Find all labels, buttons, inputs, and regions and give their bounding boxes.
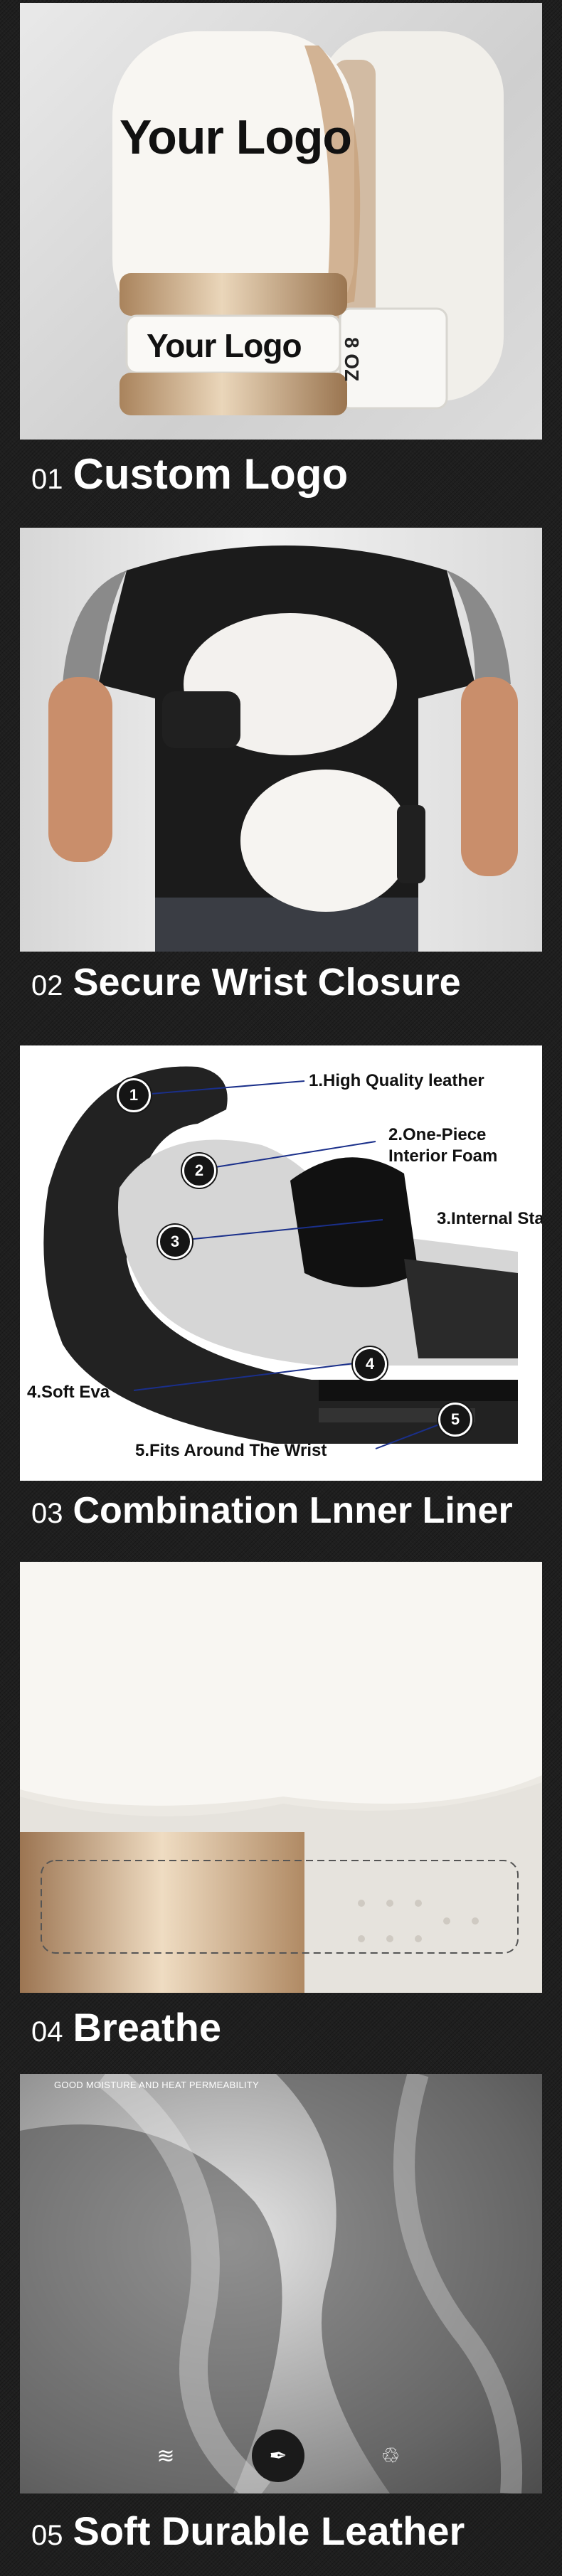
callout-badge: 1 xyxy=(117,1078,151,1112)
callout-badge: 4 xyxy=(353,1347,387,1381)
callout-soft-eva: 4.Soft Eva xyxy=(27,1383,110,1402)
breathe-photo xyxy=(20,1562,542,1993)
recycle-icon: ♲ xyxy=(381,2444,401,2468)
leather-folds xyxy=(20,2074,542,2493)
section-title: Custom Logo xyxy=(73,450,349,498)
liner-diagram: 1 2 3 4 5 1.High Quality leather 2.One-P… xyxy=(20,1045,542,1481)
section-number: 03 xyxy=(31,1498,63,1529)
logo-placeholder: Your Logo xyxy=(120,110,352,164)
callout-internal-stay: 3.Internal Stay xyxy=(437,1209,542,1228)
section-title: Soft Durable Leather xyxy=(73,2508,465,2553)
cuff-logo-placeholder: Your Logo xyxy=(147,327,302,364)
callout-badge: 5 xyxy=(438,1403,472,1437)
wrist-closure-photo xyxy=(20,528,542,952)
callout-fits-wrist: 5.Fits Around The Wrist xyxy=(135,1441,327,1460)
callout-badge: 3 xyxy=(158,1225,192,1259)
permeability-note: GOOD MOISTURE AND HEAT PERMEABILITY xyxy=(54,2080,260,2090)
glove-illustration xyxy=(112,31,504,415)
section-number: 05 xyxy=(31,2520,63,2551)
feather-icon: ✒ xyxy=(252,2429,304,2482)
callout-interior-foam: Interior Foam xyxy=(388,1146,498,1166)
callout-one-piece: 2.One-Piece xyxy=(388,1125,487,1144)
callout-badge: 2 xyxy=(182,1154,216,1188)
callout-high-quality-leather: 1.High Quality leather xyxy=(309,1071,484,1090)
section-4-caption: 04 Breathe xyxy=(31,2004,221,2050)
section-number: 02 xyxy=(31,970,63,1001)
section-2-caption: 02 Secure Wrist Closure xyxy=(31,960,461,1004)
section-title: Breathe xyxy=(73,2005,222,2050)
section-number: 04 xyxy=(31,2016,63,2048)
water-drop-icon: ≋ xyxy=(157,2444,175,2468)
glove-closeup xyxy=(20,1562,542,1993)
section-1-caption: 01 Custom Logo xyxy=(31,449,348,499)
section-number: 01 xyxy=(31,464,63,495)
section-title: Secure Wrist Closure xyxy=(73,961,461,1004)
section-title: Combination Lnner Liner xyxy=(73,1490,513,1531)
weight-label: 8 OZ xyxy=(341,337,363,382)
custom-logo-photo: Your Logo Your Logo 8 OZ xyxy=(20,3,542,440)
section-5-caption: 05 Soft Durable Leather xyxy=(31,2508,465,2554)
glove-cross-section xyxy=(43,1066,519,1449)
athlete-illustration xyxy=(48,545,518,952)
section-3-caption: 03 Combination Lnner Liner xyxy=(31,1489,513,1532)
leather-texture-photo: GOOD MOISTURE AND HEAT PERMEABILITY ≋ ✒ … xyxy=(20,2074,542,2493)
